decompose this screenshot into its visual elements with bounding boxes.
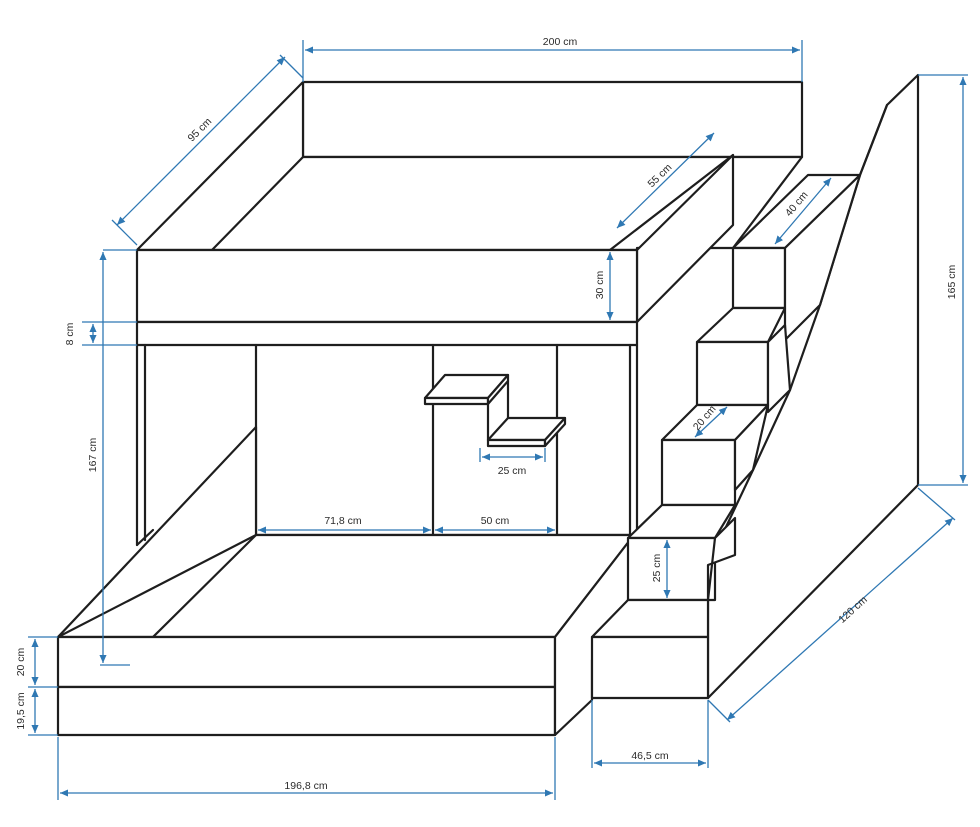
dim-95-line: [116, 56, 286, 226]
lower-left-side-inner: [135, 528, 155, 547]
upper-headboard: [301, 80, 804, 159]
label-top-depth: 95 cm: [186, 115, 215, 144]
upper-front-face: [135, 248, 639, 324]
step-5-front: [731, 246, 787, 310]
label-stair-width: 46,5 cm: [631, 750, 669, 762]
label-shelf-bay-width: 50 cm: [481, 515, 510, 527]
label-bottom-step-height: 25 cm: [651, 553, 663, 582]
dim-120-ext-2: [917, 487, 956, 521]
dim-step-rise-line: [694, 406, 728, 438]
step-2-front: [626, 536, 717, 602]
dim-40-line: [774, 177, 832, 245]
label-total-height: 165 cm: [946, 265, 958, 300]
shelf-lower-side: [543, 416, 567, 448]
drawer-upper-front: [56, 635, 557, 689]
label-rail-height: 30 cm: [594, 270, 606, 299]
step-1-front: [590, 635, 710, 700]
dim-95-ext-1: [111, 219, 138, 246]
shelf-upper-front: [423, 396, 490, 406]
label-drawer-height-bottom: 19,5 cm: [15, 692, 27, 730]
label-slab-thickness: 8 cm: [64, 322, 76, 345]
drawer-lower-front: [56, 685, 557, 737]
label-drawer-height-top: 20 cm: [15, 647, 27, 676]
step-3-side: [733, 403, 770, 492]
upper-slab: [135, 320, 639, 347]
bed-structure: [56, 73, 920, 737]
label-lower-height: 167 cm: [87, 438, 99, 473]
step-4-front: [695, 340, 770, 407]
step-4-side: [766, 323, 792, 414]
dimension-lines: [28, 40, 968, 800]
dim-120-line: [726, 517, 954, 721]
dim-95-ext-2: [279, 54, 304, 79]
label-shelf-depth: 25 cm: [498, 465, 527, 477]
label-lower-bay-width: 71,8 cm: [324, 515, 362, 527]
shelf-riser: [486, 379, 510, 442]
dim-55-line: [616, 132, 715, 229]
label-stair-depth: 120 cm: [836, 594, 870, 626]
stair-side-wall-back-edge: [858, 103, 889, 177]
step-3-front: [660, 438, 737, 507]
label-top-width: 200 cm: [543, 36, 578, 48]
label-bottom-width: 196,8 cm: [284, 780, 327, 792]
shelf-lower-front: [486, 438, 547, 448]
dim-120-ext-1: [707, 699, 731, 723]
lower-mattress-inner-left: [151, 533, 258, 639]
